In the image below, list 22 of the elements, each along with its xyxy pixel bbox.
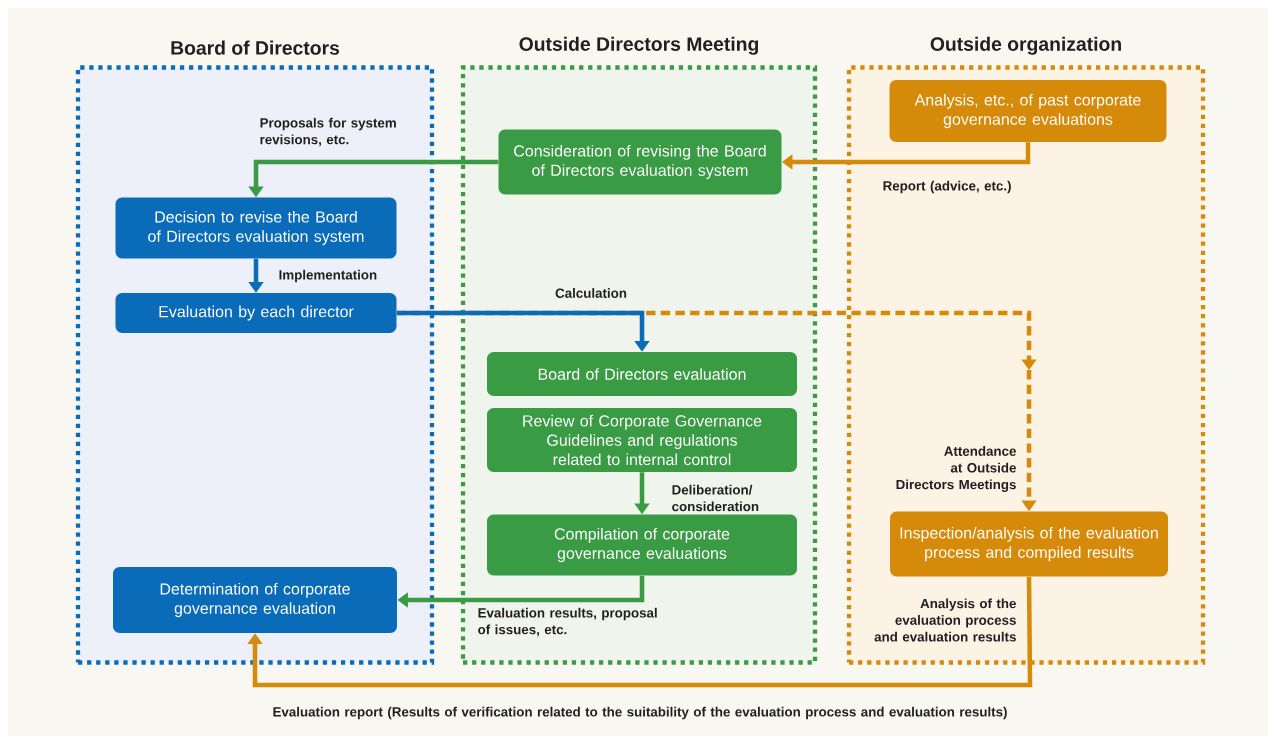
process-box: Decision to revise the Board of Directors evaluation system [115,197,397,259]
process-box: Evaluation by each director [115,293,397,333]
process-box: Consideration of revising the Board of Directors evaluation system [498,129,782,195]
edge-label: Deliberation/ consideration [672,484,759,512]
edge-label: Calculation [555,288,627,298]
process-box: Review of Corporate Governance Guidelines and regulations related to internal control [487,408,797,472]
edge-label: Evaluation results, proposal of issues, etc. [478,607,657,637]
edge-label: Attendance at Outside Directors Meetings [896,446,1016,492]
edge-label: Evaluation report (Results of verification related to the suitability of the evaluation process and evaluation results) [273,706,1007,720]
panel-heading: Board of Directors [171,40,340,55]
process-box: Compilation of corporate governance evaluations [487,514,797,576]
process-box: Analysis, etc., of past corporate governance evaluations [889,80,1167,142]
panel-heading: Outside organization [930,36,1121,55]
arrow [247,576,1033,688]
process-box: Inspection/analysis of the evaluation process and compiled results [890,511,1168,577]
process-box: Board of Directors evaluation [487,352,797,396]
edge-label: Report (advice, etc.) [883,180,1011,194]
edge-label: Implementation [279,269,377,283]
panel-heading: Outside Directors Meeting [519,36,758,55]
annotation: Analysis of the evaluation process and evaluation results [874,598,1016,642]
edge-label: Proposals for system revisions, etc. [260,117,396,147]
process-box: Determination of corporate governance evaluation [113,567,397,633]
